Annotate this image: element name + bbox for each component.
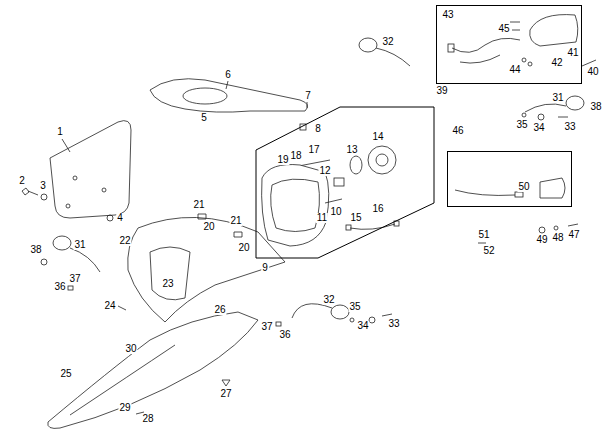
callout-number: 38	[589, 102, 602, 112]
callout-number: 35	[515, 120, 528, 130]
callout-number: 31	[551, 93, 564, 103]
callout-number: 21	[229, 216, 242, 226]
callout-number: 29	[118, 403, 131, 413]
callout-number: 27	[219, 389, 232, 399]
callout-number: 5	[200, 113, 208, 123]
callout-number: 44	[508, 65, 521, 75]
callout-number: 35	[348, 302, 361, 312]
callout-number: 13	[345, 145, 358, 155]
callout-number: 38	[29, 245, 42, 255]
callout-number: 37	[68, 274, 81, 284]
callout-number: 25	[59, 369, 72, 379]
callout-number: 28	[141, 414, 154, 424]
callout-number: 32	[322, 295, 335, 305]
group-outline	[255, 105, 435, 260]
callout-number: 41	[566, 48, 579, 58]
callout-number: 33	[563, 122, 576, 132]
callout-number: 21	[192, 200, 205, 210]
callout-number: 7	[304, 91, 312, 101]
callout-number: 36	[278, 330, 291, 340]
callout-number: 39	[435, 86, 448, 96]
callout-number: 2	[18, 176, 26, 186]
callout-number: 50	[517, 182, 530, 192]
callout-number: 19	[276, 155, 289, 165]
callout-number: 18	[289, 151, 302, 161]
group-box: 4650	[447, 151, 572, 207]
callout-number: 16	[371, 204, 384, 214]
callout-number: 24	[103, 301, 116, 311]
callout-number: 42	[550, 58, 563, 68]
callout-number: 23	[161, 279, 174, 289]
callout-number: 4	[116, 213, 124, 223]
callout-number: 34	[356, 321, 369, 331]
callout-number: 46	[451, 126, 464, 136]
callout-number: 48	[551, 233, 564, 243]
callout-number: 33	[387, 319, 400, 329]
callout-number: 30	[124, 344, 137, 354]
callout-number: 34	[532, 123, 545, 133]
callout-number: 49	[535, 235, 548, 245]
callout-number: 37	[260, 322, 273, 332]
callout-number: 10	[329, 207, 342, 217]
callout-number: 9	[261, 263, 269, 273]
callout-number: 6	[224, 70, 232, 80]
callout-number: 14	[371, 132, 384, 142]
callout-number: 45	[497, 24, 510, 34]
callout-number: 32	[381, 37, 394, 47]
callout-number: 20	[237, 243, 250, 253]
callout-number: 47	[567, 230, 580, 240]
callout-number: 22	[118, 236, 131, 246]
callout-number: 12	[318, 166, 331, 176]
callout-number: 15	[349, 213, 362, 223]
callout-number: 31	[73, 240, 86, 250]
callout-number: 1	[56, 127, 64, 137]
callout-number: 17	[307, 145, 320, 155]
callout-number: 36	[53, 282, 66, 292]
callout-number: 52	[482, 246, 495, 256]
callout-number: 11	[316, 213, 328, 223]
group-box: 910111213141516171819	[255, 105, 435, 260]
callout-number: 43	[441, 10, 454, 20]
group-box: 394345444241	[436, 5, 582, 84]
callout-number: 20	[202, 222, 215, 232]
callout-number: 8	[314, 124, 322, 134]
callout-number: 40	[586, 67, 599, 77]
callout-number: 26	[213, 305, 226, 315]
callout-number: 51	[477, 230, 490, 240]
callout-number: 3	[39, 181, 47, 191]
